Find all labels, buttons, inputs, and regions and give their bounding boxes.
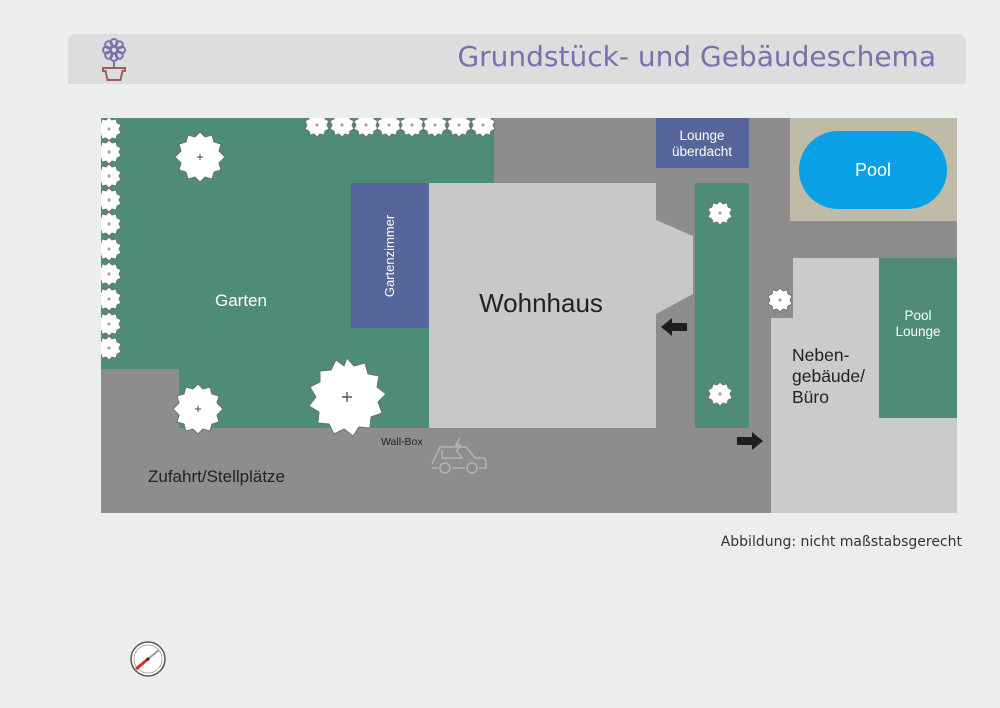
annex-label-line1: Neben-	[792, 345, 850, 365]
garden-room-label: Gartenzimmer	[382, 214, 397, 297]
car-icon	[431, 437, 487, 474]
pool-lounge-label-line1: Pool	[904, 308, 931, 323]
lounge-covered-label-line2: überdacht	[672, 144, 732, 159]
lounge-covered	[656, 118, 749, 168]
pool-lounge	[879, 258, 957, 418]
wallbox-label: Wall-Box	[381, 436, 423, 448]
pool	[799, 131, 947, 209]
lounge-covered-label-line1: Lounge	[679, 128, 724, 143]
page-title: Grundstück- und Gebäudeschema	[457, 40, 936, 73]
pool-label: Pool	[855, 160, 891, 180]
pool-lounge-label-line2: Lounge	[895, 324, 940, 339]
garden-room	[351, 183, 429, 328]
annex-label-line3: Büro	[792, 387, 829, 407]
garden-label: Garten	[215, 291, 267, 310]
compass-icon	[129, 640, 167, 683]
flower-pot-icon	[99, 38, 129, 87]
annex-label-line2: gebäude/	[792, 366, 865, 386]
site-plan: Garten Gartenzimmer Wohnhaus Lounge über…	[101, 118, 957, 513]
residential-house-label: Wohnhaus	[479, 288, 603, 318]
scale-note: Abbildung: nicht maßstabsgerecht	[720, 534, 962, 550]
header-bar	[68, 34, 966, 84]
driveway-label: Zufahrt/Stellplätze	[148, 467, 285, 486]
residential-house	[429, 183, 693, 428]
